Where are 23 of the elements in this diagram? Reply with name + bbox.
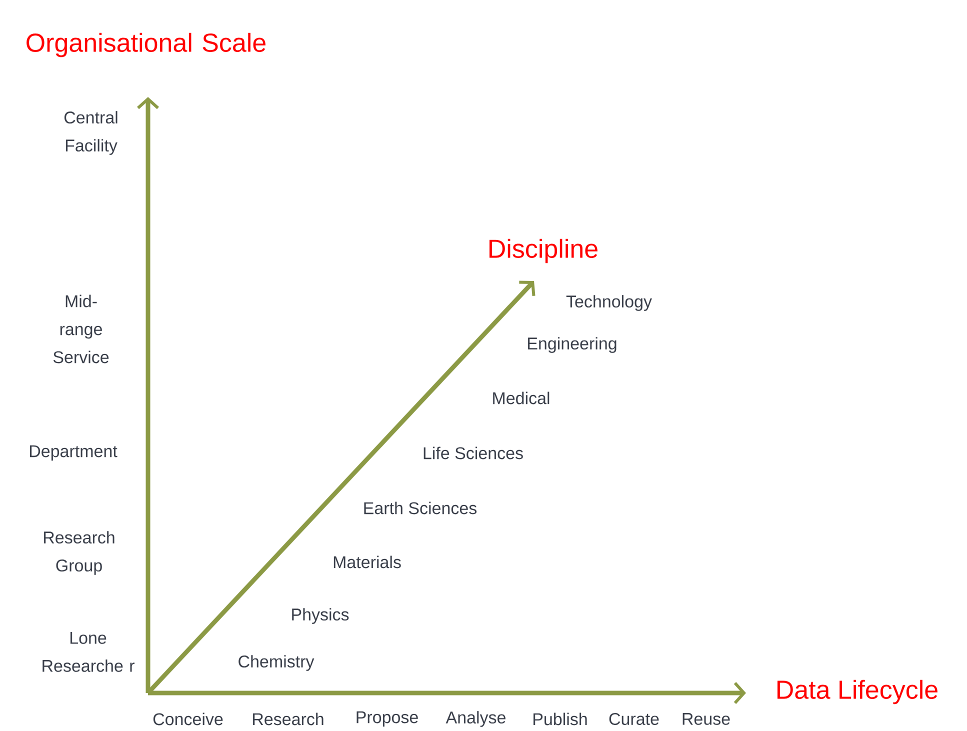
axis-label: Medical	[493, 392, 550, 404]
axis-label: Research Group	[44, 531, 114, 575]
axis-title: Discipline	[490, 238, 598, 264]
axis-label: Central Facility	[64, 111, 118, 155]
axis-label: Physics	[292, 608, 349, 624]
axis-label: Research	[253, 712, 324, 726]
axis-label: Conceive	[153, 712, 223, 726]
axis-label: Earth Sciences	[364, 502, 477, 514]
axis-label: Mid- range Service	[53, 294, 109, 364]
axis-label: Chemistry	[238, 655, 314, 671]
axis-label: Department	[30, 445, 118, 461]
axis-label: Reuse	[682, 713, 730, 725]
axis-label: Analyse	[446, 711, 506, 727]
axis-label: Technology	[566, 295, 652, 311]
axis-label: Materials	[334, 556, 401, 568]
axis-label: Propose	[356, 711, 418, 727]
axis-label: Life Sciences	[424, 446, 523, 460]
axis-label: Publish	[534, 712, 587, 726]
axis-label: Curate	[609, 712, 659, 725]
axis-label: Lone Researche r	[42, 632, 134, 672]
axis-label: Engineering	[528, 337, 616, 353]
axis-title: Organisational Scale	[26, 32, 266, 58]
axis-title: Data Lifecycle	[777, 680, 938, 704]
